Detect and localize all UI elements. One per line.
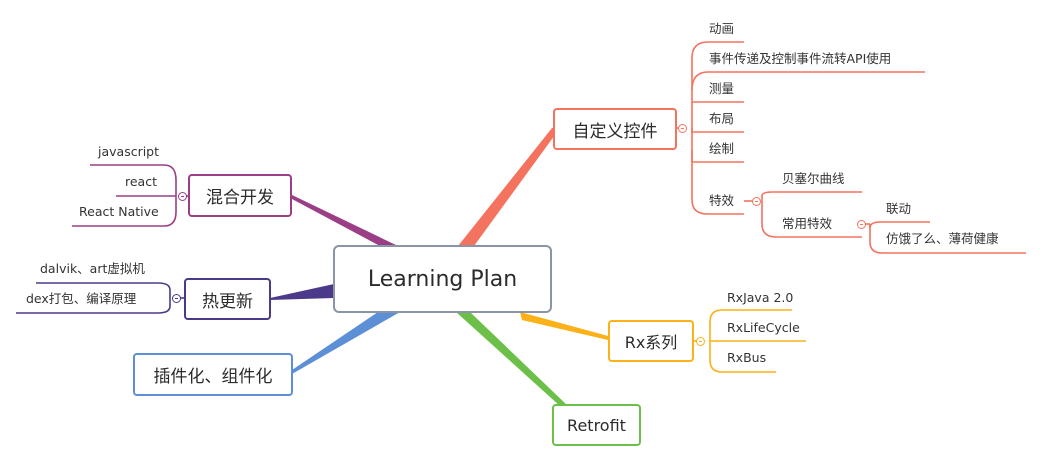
leaf-bezier[interactable]: 贝塞尔曲线 [782, 171, 845, 186]
leaf-animation[interactable]: 动画 [709, 21, 735, 36]
rx-label: Rx系列 [624, 333, 678, 352]
leaf-layout[interactable]: 布局 [709, 111, 735, 126]
branch-hotfix [270, 284, 334, 300]
effects-collapse-icon[interactable] [752, 197, 761, 206]
leaf-rxlifecycle[interactable]: RxLifeCycle [727, 320, 800, 335]
root-node-label: Learning Plan [367, 266, 518, 292]
hotfix-node[interactable]: 热更新 [184, 278, 271, 320]
leaf-linkage[interactable]: 联动 [886, 201, 912, 216]
custom-view-node[interactable]: 自定义控件 [553, 108, 677, 150]
leaf-eleme-boohee[interactable]: 仿饿了么、薄荷健康 [886, 231, 999, 246]
rx-collapse-icon[interactable] [696, 337, 705, 346]
custom-view-collapse-icon[interactable] [678, 124, 687, 133]
leaf-measure[interactable]: 测量 [709, 81, 735, 96]
hotfix-collapse-icon[interactable] [172, 294, 181, 303]
leaf-javascript[interactable]: javascript [98, 144, 160, 159]
rx-node[interactable]: Rx系列 [608, 320, 694, 362]
branch-custom-view [458, 128, 560, 246]
branch-plugin [292, 312, 400, 374]
custom-view-label: 自定义控件 [572, 121, 658, 142]
common-effects-collapse-icon[interactable] [857, 220, 866, 229]
hybrid-collapse-icon[interactable] [178, 192, 187, 201]
leaf-effects[interactable]: 特效 [709, 193, 735, 208]
hotfix-label: 热更新 [202, 291, 253, 312]
retrofit-node[interactable]: Retrofit [552, 404, 641, 446]
leaf-common-effects[interactable]: 常用特效 [782, 216, 833, 231]
leaf-react-native[interactable]: React Native [79, 204, 159, 219]
plugin-label: 插件化、组件化 [153, 367, 273, 387]
hybrid-label: 混合开发 [206, 188, 274, 208]
plugin-node[interactable]: 插件化、组件化 [133, 353, 293, 396]
branch-rx [520, 312, 608, 340]
branch-retrofit [456, 312, 568, 406]
leaf-draw[interactable]: 绘制 [709, 141, 735, 156]
leaf-react[interactable]: react [125, 174, 157, 189]
leaf-rxjava[interactable]: RxJava 2.0 [727, 290, 794, 305]
custom-view-connectors [677, 41, 1026, 254]
retrofit-label: Retrofit [567, 415, 626, 435]
hybrid-connectors [72, 164, 188, 227]
leaf-dex-compile[interactable]: dex打包、编译原理 [26, 291, 137, 306]
root-node[interactable]: Learning Plan [333, 245, 552, 313]
leaf-rxbus[interactable]: RxBus [727, 350, 767, 365]
hybrid-node[interactable]: 混合开发 [188, 174, 292, 217]
branch-hybrid [292, 195, 398, 246]
leaf-event-dispatch[interactable]: 事件传递及控制事件流转API使用 [709, 51, 892, 66]
leaf-dalvik-art[interactable]: dalvik、art虚拟机 [40, 261, 145, 276]
